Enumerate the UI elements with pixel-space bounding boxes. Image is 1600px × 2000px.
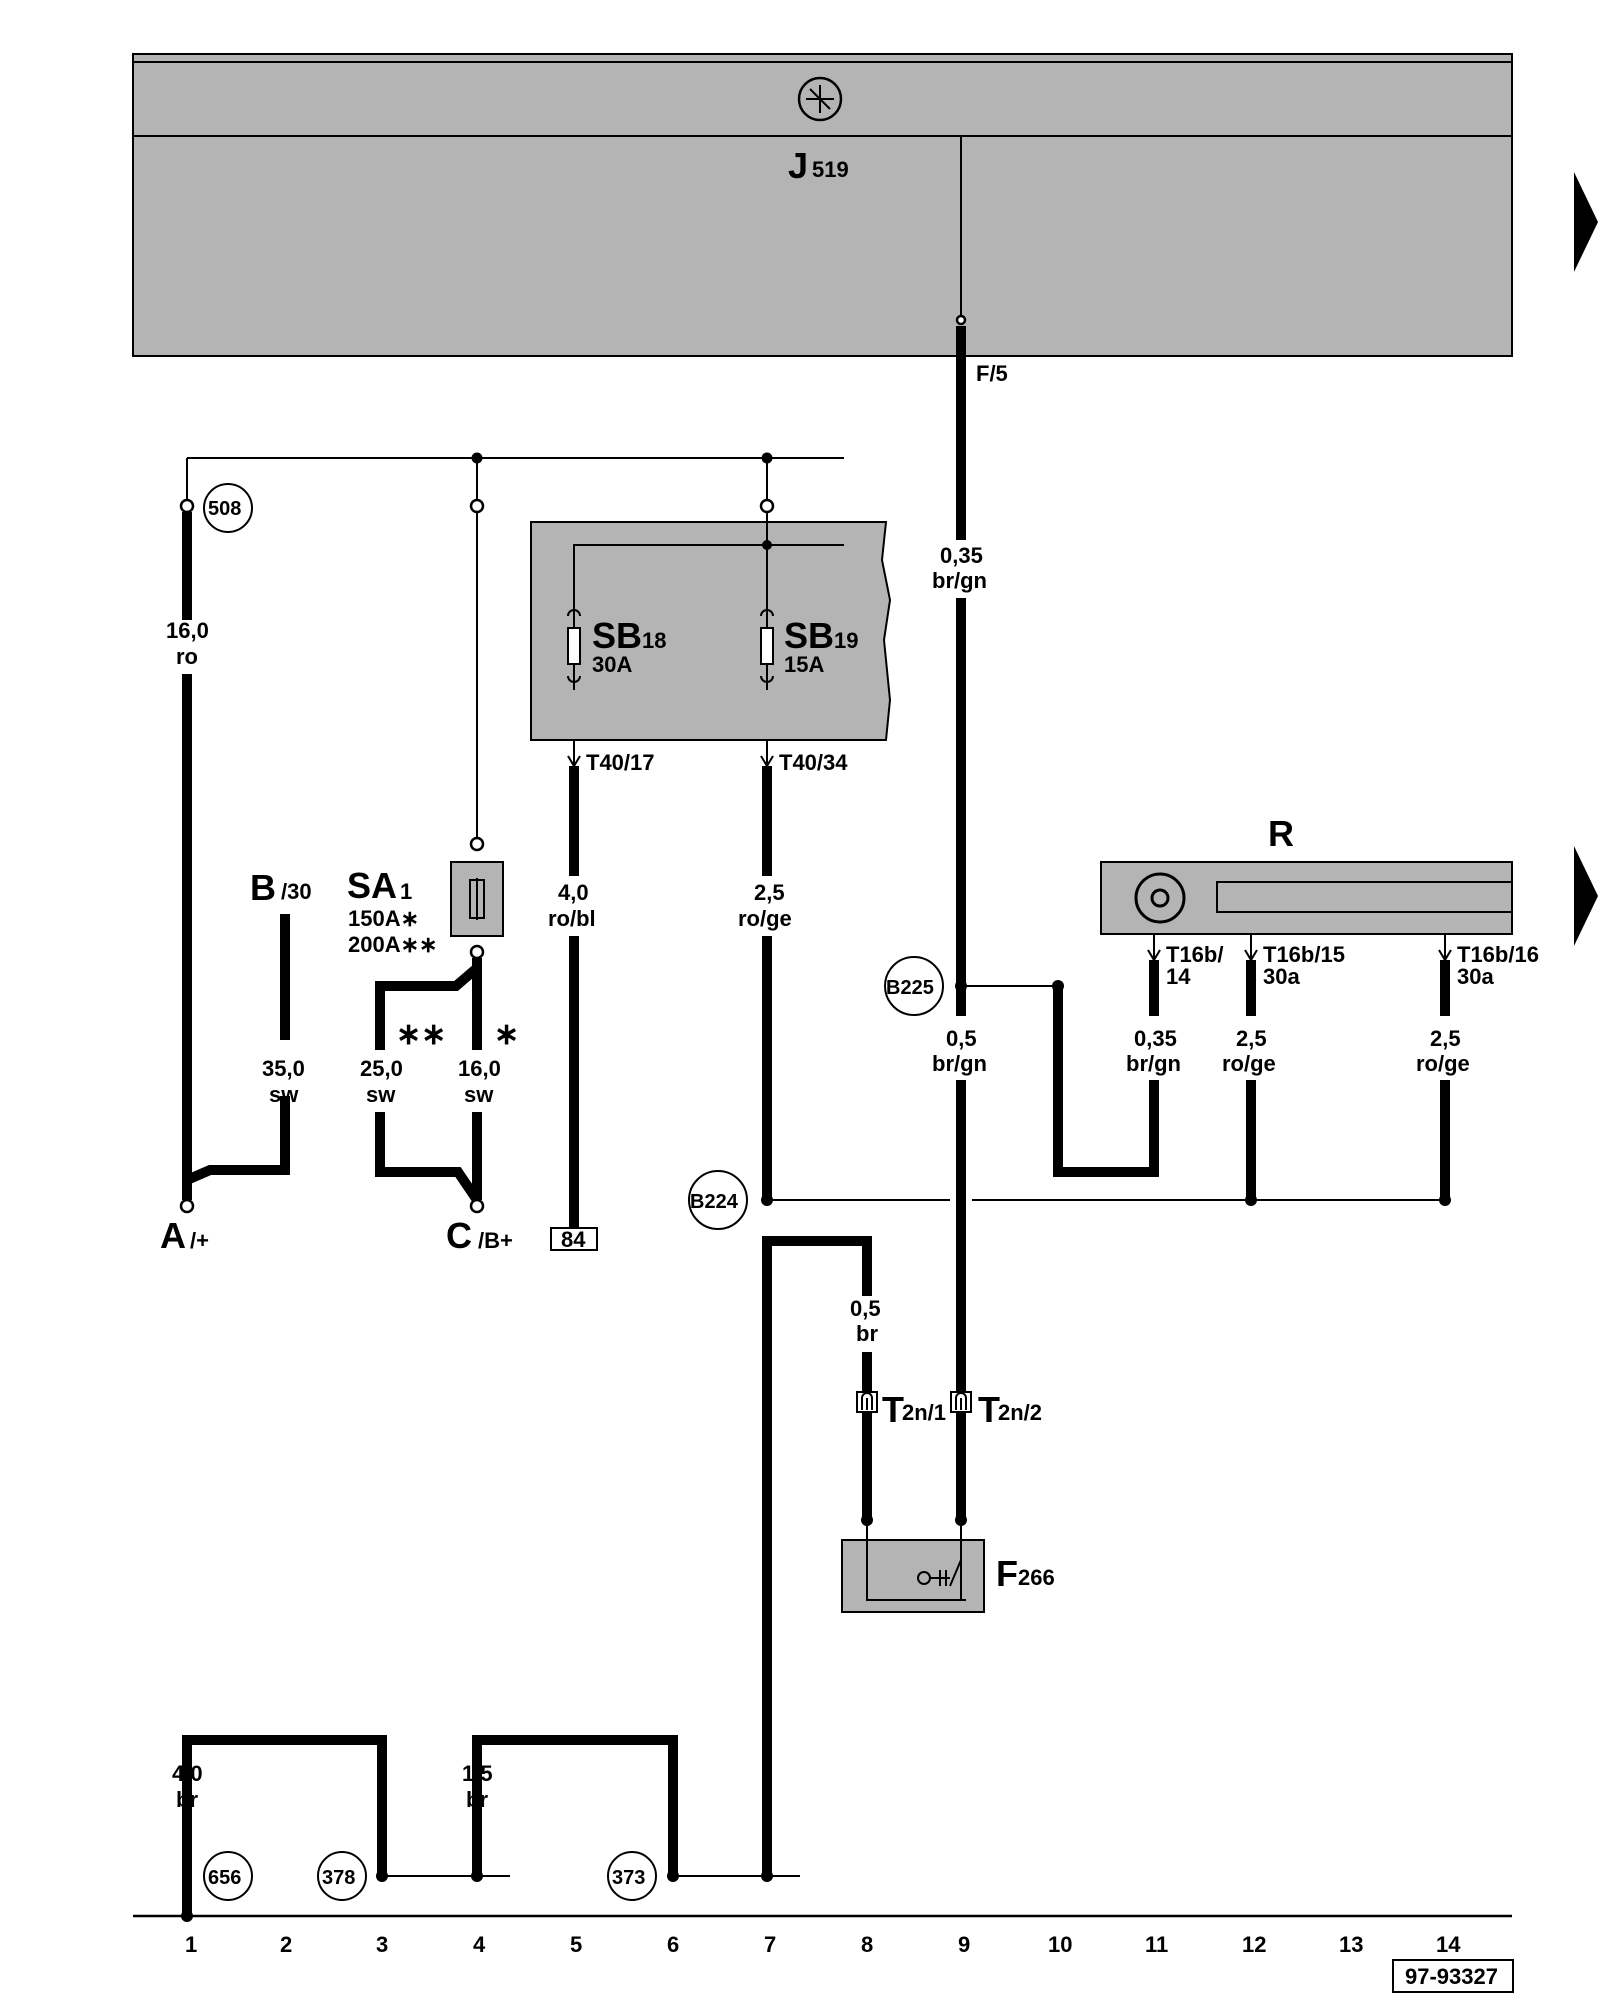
wire-size: 0,35	[1134, 1026, 1177, 1051]
terminal-c-sub: /B+	[478, 1228, 513, 1253]
fuse-sb18-label: SB	[592, 615, 642, 656]
column-number: 4	[473, 1932, 486, 1957]
continuation-arrow-icon	[1574, 846, 1598, 946]
pin-t16b-16-sub: 30a	[1457, 964, 1494, 989]
pin-t16b-14: T16b/	[1166, 942, 1223, 967]
fuse-sa1-label: SA	[347, 865, 397, 906]
connector-t2n1: T	[882, 1389, 904, 1430]
wire-color: br	[176, 1787, 198, 1812]
pin-t16b-16: T16b/16	[1457, 942, 1539, 967]
switch-f266-sub: 266	[1018, 1565, 1055, 1590]
switch-icon	[930, 1559, 966, 1601]
column-number: 9	[958, 1932, 970, 1957]
wire-color: br/gn	[1126, 1051, 1181, 1076]
wire-size: 0,5	[850, 1296, 881, 1321]
fuse-sb18-sub: 18	[642, 628, 666, 653]
wire-size: 25,0	[360, 1056, 403, 1081]
connection-378: 378	[322, 1867, 355, 1889]
wire-size: 0,5	[946, 1026, 977, 1051]
column-number: 14	[1436, 1932, 1461, 1957]
terminal-b-sub: /30	[281, 879, 312, 904]
continuation-arrow-icon	[1574, 172, 1598, 272]
connection-373: 373	[612, 1867, 645, 1889]
wire-color: sw	[464, 1082, 494, 1107]
pin-t16b-14-num: 14	[1166, 964, 1191, 989]
fuse-sb19-sub: 19	[834, 628, 858, 653]
connector-t2n2-sub: 2n/2	[998, 1400, 1042, 1425]
wire-color: sw	[269, 1082, 299, 1107]
wire-size: 4,0	[172, 1761, 203, 1786]
column-number: 10	[1048, 1932, 1072, 1957]
pin-t16b-15: T16b/15	[1263, 942, 1345, 967]
radio-r-label: R	[1268, 813, 1294, 854]
pin-t40-34: T40/34	[779, 750, 848, 775]
wire-color: ro/ge	[1416, 1051, 1470, 1076]
connection-508: 508	[208, 498, 241, 520]
fuse-sa1-rating1: 150A∗	[348, 906, 419, 931]
wire-color: ro	[176, 644, 198, 669]
j519-label: J	[788, 145, 808, 186]
column-number: 3	[376, 1932, 388, 1957]
column-number: 13	[1339, 1932, 1363, 1957]
switch-f266: F 266	[841, 1520, 1055, 1613]
column-number: 2	[280, 1932, 292, 1957]
terminal-a-label: A	[160, 1215, 186, 1256]
column-number: 8	[861, 1932, 873, 1957]
wire-size: 35,0	[262, 1056, 305, 1081]
column-number: 1	[185, 1932, 197, 1957]
wire-size: 1,5	[462, 1761, 493, 1786]
wire-size: 2,5	[1430, 1026, 1461, 1051]
wire-size: 16,0	[166, 618, 209, 643]
connection-b225: B225	[886, 977, 934, 999]
fuse-sb19-label: SB	[784, 615, 834, 656]
fuse-sa1-sub: 1	[400, 879, 412, 904]
j519-sub: 519	[812, 157, 849, 182]
wire-color: ro/bl	[548, 906, 596, 931]
pin-f5: F/5	[976, 361, 1008, 386]
connection-b224: B224	[690, 1191, 739, 1213]
control-unit-j519: J 519	[132, 53, 1513, 357]
switch-f266-label: F	[996, 1553, 1018, 1594]
terminal-b-label: B	[250, 867, 276, 908]
column-numbers: 1 2 3 4 5 6 7 8 9 10 11 12 13 14	[185, 1932, 1461, 1957]
fuse-sa1-rating2: 200A∗∗	[348, 932, 437, 957]
wire-color: sw	[366, 1082, 396, 1107]
column-number: 11	[1145, 1932, 1168, 1957]
wire-color: br/gn	[932, 1051, 987, 1076]
radio-r: R	[1100, 813, 1513, 935]
electronic-symbol-icon	[797, 76, 843, 122]
wire-size: 4,0	[558, 880, 589, 905]
connection-656: 656	[208, 1867, 241, 1889]
pin-t40-17: T40/17	[586, 750, 655, 775]
column-number: 5	[570, 1932, 582, 1957]
wire-size: 16,0	[458, 1056, 501, 1081]
column-number: 6	[667, 1932, 679, 1957]
fuse-sb19-rating: 15A	[784, 652, 824, 677]
wire-color: ro/ge	[1222, 1051, 1276, 1076]
marker-star: ∗	[494, 1018, 519, 1051]
fuse-sb18-rating: 30A	[592, 652, 632, 677]
column-number: 12	[1242, 1932, 1266, 1957]
terminal-c-label: C	[446, 1215, 472, 1256]
diagram-id: 97-93327	[1405, 1964, 1498, 1989]
reference-84: 84	[561, 1227, 586, 1252]
marker-double-star: ∗∗	[396, 1018, 446, 1051]
connector-t2n2: T	[978, 1389, 1000, 1430]
wire-color: br	[856, 1321, 878, 1346]
wire-color: br	[466, 1787, 488, 1812]
wire-color: ro/ge	[738, 906, 792, 931]
wire-size: 0,35	[940, 543, 983, 568]
wire-size: 2,5	[1236, 1026, 1267, 1051]
terminal-a-sub: /+	[190, 1228, 209, 1253]
wire-color: br/gn	[932, 568, 987, 593]
wire-size: 2,5	[754, 880, 785, 905]
column-number: 7	[764, 1932, 776, 1957]
speaker-icon	[1134, 872, 1186, 924]
connector-t2n1-sub: 2n/1	[902, 1400, 946, 1425]
pin-t16b-15-sub: 30a	[1263, 964, 1300, 989]
